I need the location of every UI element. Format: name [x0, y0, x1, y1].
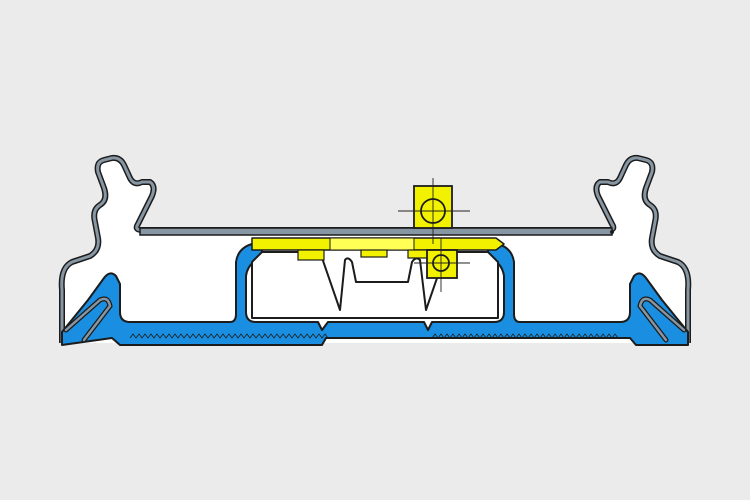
cover-plate — [139, 227, 613, 236]
bolt-lower — [414, 238, 470, 292]
bolt-upper — [398, 178, 470, 244]
yellow-tab-1 — [297, 249, 325, 261]
yellow-insert-highlight — [329, 237, 415, 251]
cover-pin — [610, 230, 614, 234]
base-rail-teeth — [129, 333, 619, 339]
right-clip-core — [638, 297, 686, 342]
yellow-tab-2 — [360, 249, 388, 258]
center-insert — [251, 251, 499, 319]
center-insert-body — [251, 251, 499, 319]
base-rail-body — [61, 239, 689, 346]
base-rail — [61, 239, 689, 346]
left-clip-core — [64, 297, 112, 342]
